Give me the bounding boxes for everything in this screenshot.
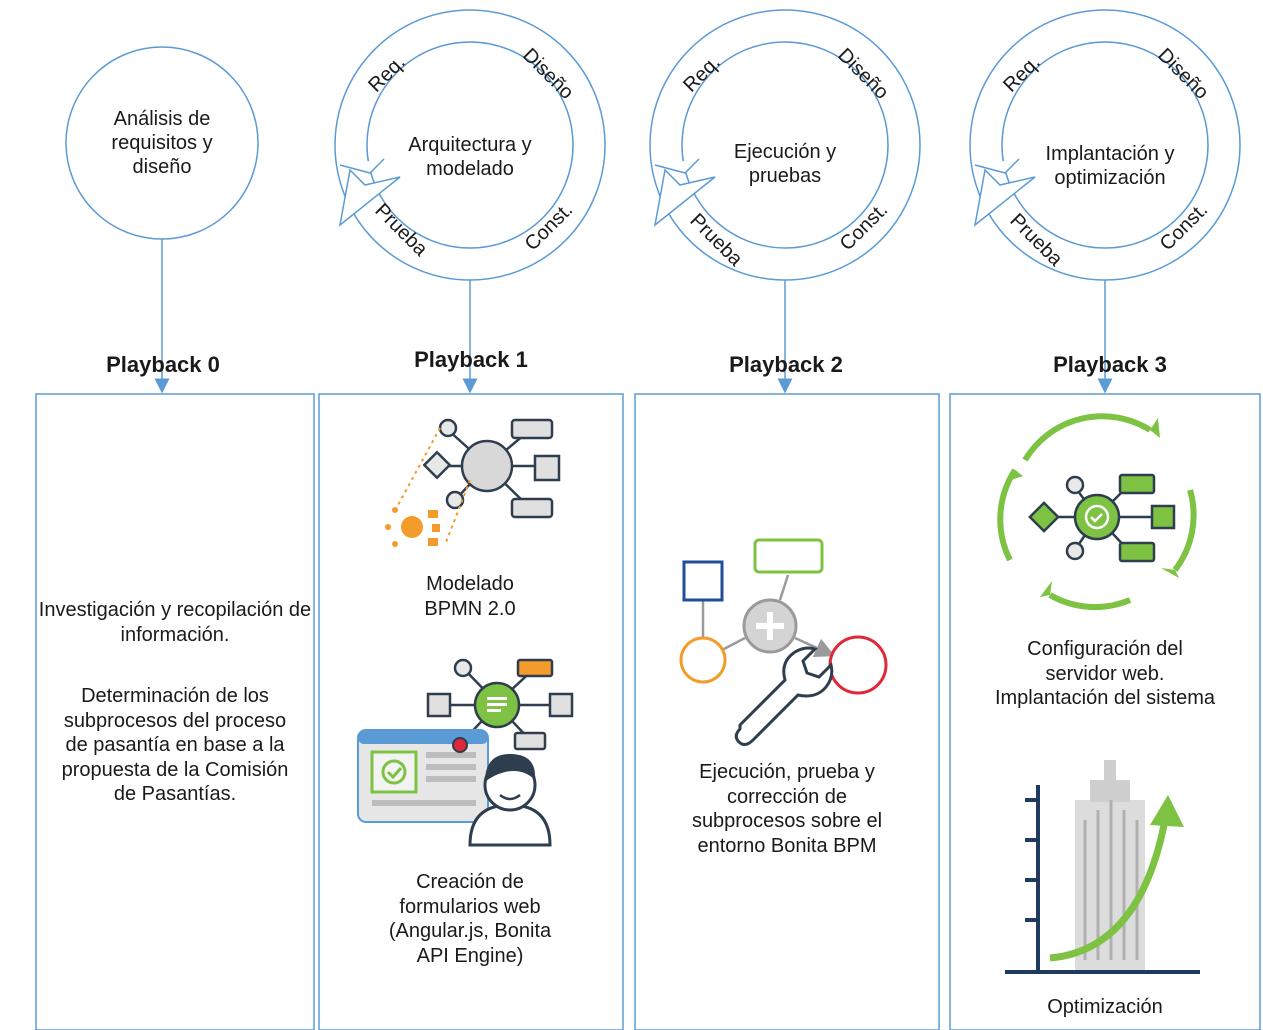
playback-3-title: Playback 3 (1053, 352, 1167, 377)
cycle-2-center-label: Ejecución y pruebas (733, 141, 837, 187)
playback-2-caption: Ejecución, prueba y corrección de subpro… (691, 761, 883, 857)
playback-1-caption-bpmn: Modelado BPMN 2.0 (424, 573, 516, 620)
box-playback-0 (35, 393, 315, 1030)
web-form-icon (357, 658, 574, 847)
cycle-1-center-label: Arquitectura y modelado (408, 134, 532, 180)
playback-2-title: Playback 2 (729, 352, 843, 377)
playback-0-circle-label: Análisis de requisitos y diseño (111, 108, 213, 178)
playback-1-caption-forms: Creación de formularios web (Angular.js,… (388, 871, 552, 967)
box-playback-1 (318, 393, 624, 1030)
playback-0-title: Playback 0 (106, 352, 220, 377)
cycle-3-center-label: Implantación y optimización (1045, 143, 1175, 189)
playback-0-description-2: Determinación de los subprocesos del pro… (61, 685, 289, 805)
box-playback-3 (949, 393, 1261, 1030)
playback-3-caption-optimization: Optimización (1047, 996, 1163, 1018)
box-playback-2 (634, 393, 940, 1030)
bpmn-network-icon (385, 418, 561, 547)
execution-test-icon (679, 538, 888, 747)
playback-0-description-1: Investigación y recopilación de informac… (38, 599, 312, 646)
playback-1-title: Playback 1 (414, 347, 528, 372)
server-config-icon (997, 413, 1197, 611)
playback-3-caption-config: Configuración del servidor web. Implanta… (994, 638, 1216, 709)
optimization-growth-icon (1005, 760, 1200, 974)
